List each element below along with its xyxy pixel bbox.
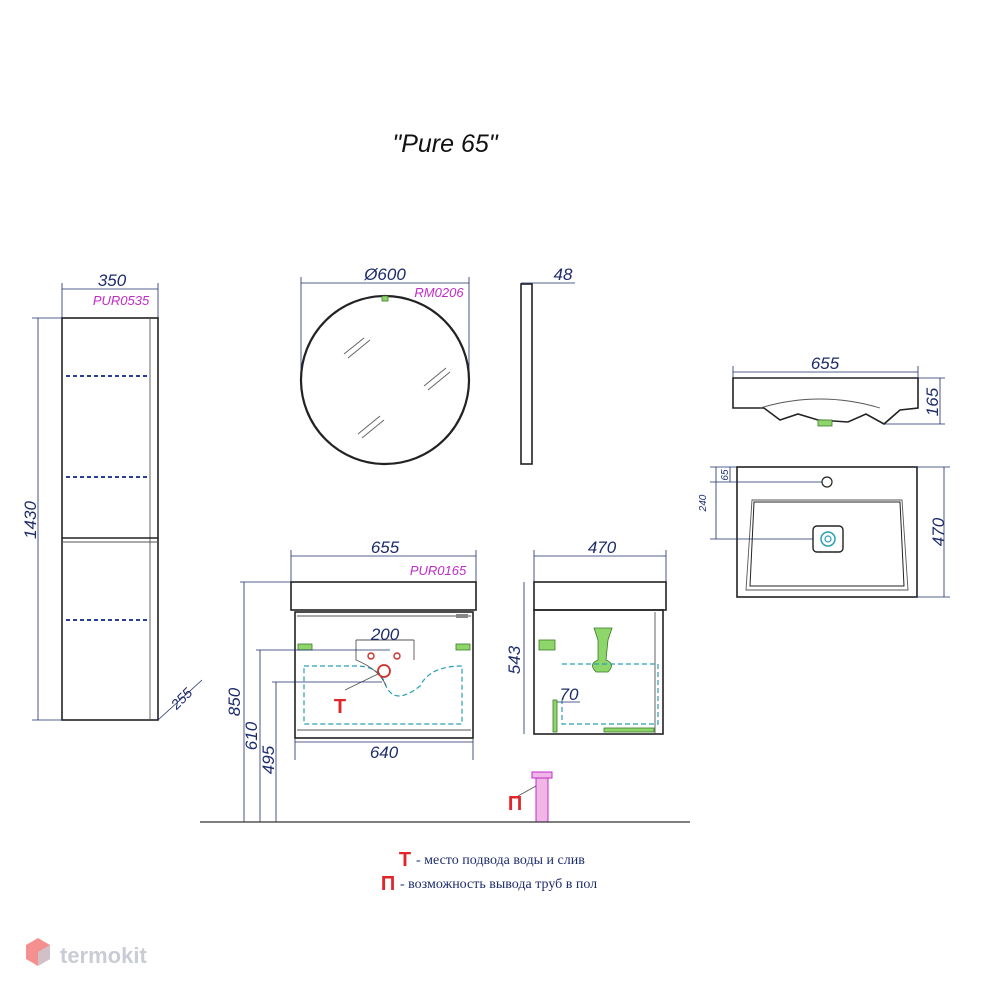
pencil-case-body [61, 317, 159, 721]
washbasin-top-outline [736, 466, 918, 598]
pencil-case-depth: 255 [167, 684, 196, 713]
siphon [592, 627, 613, 673]
washbasin-height: 165 [923, 387, 942, 416]
mirror-diameter: Ø600 [363, 265, 406, 284]
washbasin-depth: 470 [929, 517, 948, 546]
cabinet-side-depth: 470 [588, 538, 617, 557]
cabinet-code: PUR0165 [410, 563, 467, 578]
countertop-basin [290, 581, 477, 611]
tap-hole [821, 476, 833, 488]
mirror-circle [299, 294, 471, 466]
pencil-case-code: PUR0535 [93, 293, 150, 308]
side-body [533, 609, 664, 735]
reflection-marks [343, 337, 451, 439]
drawing-title: "Pure 65" [392, 130, 498, 158]
mirror-code: RM0206 [414, 285, 464, 300]
washbasin-top: 65 240 470 [698, 466, 950, 598]
mirror: Ø600 RM0206 [299, 265, 471, 466]
side-basin [533, 581, 667, 611]
washbasin-width: 655 [811, 354, 840, 373]
height-495: 495 [259, 745, 278, 774]
mirror-side: 48 [520, 265, 575, 465]
legend-p-text: - возможность вывода труб в пол [400, 877, 597, 892]
legend-p-marker: П [381, 873, 395, 895]
cabinet-inner-width: 640 [370, 743, 399, 762]
cutout-width: 200 [370, 625, 400, 644]
watermark: termokit [26, 938, 147, 968]
marker-p: П [508, 793, 522, 815]
pencil-case: 350 PUR0535 1430 255 [21, 271, 203, 721]
cabinet-body [294, 611, 474, 739]
vanity-cabinet-front: 655 PUR0165 200 Т 640 850 610 495 [225, 538, 477, 822]
mirror-thickness: 48 [554, 265, 573, 284]
drain-offset: 240 [698, 494, 709, 512]
pencil-case-height: 1430 [21, 501, 40, 539]
marker-t: Т [334, 696, 346, 718]
legend-t-text: - место подвода воды и слив [416, 853, 585, 868]
height-total: 850 [225, 687, 244, 716]
vanity-cabinet-side: 470 543 70 [505, 538, 667, 735]
side-offset: 70 [560, 685, 579, 704]
height-610: 610 [242, 721, 261, 750]
drain-connection [377, 664, 391, 678]
pipe [535, 775, 549, 823]
pencil-case-width: 350 [98, 271, 127, 290]
legend: Т - место подвода воды и слив П - возмож… [381, 849, 597, 895]
drain [812, 525, 844, 553]
side-height: 543 [505, 645, 524, 674]
legend-t-marker: Т [399, 849, 411, 871]
tap-offset: 65 [720, 469, 731, 481]
mirror-side-body [520, 283, 533, 465]
washbasin-profile [732, 377, 919, 425]
cabinet-width: 655 [371, 538, 400, 557]
drawer-outline [303, 665, 463, 725]
washbasin-side: 655 165 [732, 354, 945, 427]
floor-pipe: П [508, 771, 553, 823]
brand-text: termokit [60, 943, 147, 968]
